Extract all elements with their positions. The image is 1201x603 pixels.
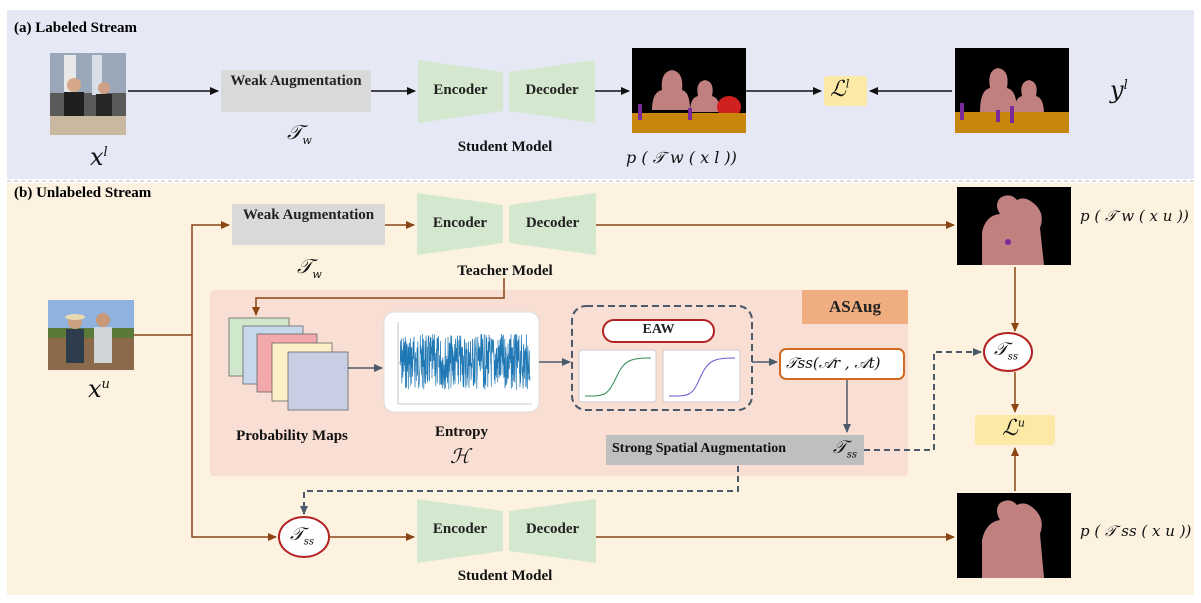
labeled-prediction-formula: p ( 𝒯 w ( x l )) bbox=[626, 148, 737, 167]
unlabeled-tw-symbol: 𝒯w bbox=[297, 254, 322, 281]
unlabeled-loss-box bbox=[975, 415, 1055, 445]
strong-spatial-aug-label: Strong Spatial Augmentation bbox=[612, 441, 786, 456]
entropy-symbol: ℋ bbox=[450, 444, 470, 468]
labeled-decoder-label: Decoder bbox=[525, 82, 579, 98]
probability-maps-caption: Probability Maps bbox=[236, 428, 348, 444]
eaw-label: EAW bbox=[642, 322, 675, 337]
eaw-frame bbox=[571, 305, 753, 411]
unlabeled-weak-aug-box bbox=[232, 204, 385, 245]
asaug-tag bbox=[802, 290, 908, 324]
student-decoder bbox=[509, 499, 596, 563]
tss-circle-top bbox=[983, 332, 1033, 372]
unlabeled-stream-title: (b) Unlabeled Stream bbox=[14, 185, 152, 201]
student-caption: Student Model bbox=[457, 568, 553, 584]
eaw-label-box bbox=[602, 319, 715, 343]
unlabeled-input-image bbox=[48, 300, 134, 370]
student-encoder-label: Encoder bbox=[432, 521, 488, 537]
labeled-encoder-label: Encoder bbox=[433, 82, 488, 98]
unlabeled-input-label: xu bbox=[88, 375, 110, 403]
strong-prediction-formula: p ( 𝒯 ss ( x u )) bbox=[1080, 522, 1192, 540]
labeled-prediction-mask bbox=[632, 48, 746, 133]
labeled-weak-aug-box bbox=[221, 70, 371, 112]
ground-truth-label: yl bbox=[1110, 76, 1128, 104]
entropy-caption: Entropy bbox=[434, 424, 489, 440]
sigmoid-plot-blue bbox=[662, 349, 741, 403]
probability-maps bbox=[228, 317, 349, 411]
teacher-prediction-mask bbox=[957, 187, 1071, 265]
strong-aug-tss-symbol: 𝒯ss bbox=[833, 437, 858, 461]
labeled-encoder bbox=[418, 60, 503, 123]
teacher-decoder bbox=[509, 193, 596, 255]
labeled-stream-title: (a) Labeled Stream bbox=[14, 20, 138, 36]
teacher-decoder-label: Decoder bbox=[525, 215, 580, 231]
weak-prediction-formula: p ( 𝒯 w ( x u )) bbox=[1080, 207, 1189, 225]
labeled-input-image bbox=[50, 53, 126, 135]
labeled-loss-symbol: ℒl bbox=[830, 77, 850, 102]
student-encoder bbox=[417, 499, 503, 563]
tss-circle-top-label: 𝒯ss bbox=[994, 339, 1019, 363]
entropy-plot bbox=[383, 311, 540, 413]
labeled-tw-symbol: 𝒯w bbox=[287, 120, 312, 147]
tss-circle-bottom-label: 𝒯ss bbox=[290, 524, 315, 548]
labeled-ground-truth-mask bbox=[955, 48, 1069, 133]
labeled-loss-box bbox=[824, 76, 867, 106]
teacher-encoder bbox=[417, 193, 503, 255]
labeled-input-label: xl bbox=[90, 143, 108, 171]
labeled-decoder bbox=[509, 60, 595, 123]
labeled-weak-aug-label: Weak Augmentation bbox=[230, 73, 362, 89]
sigmoid-plot-green bbox=[578, 349, 657, 403]
asaug-label: ASAug bbox=[829, 297, 881, 316]
teacher-encoder-label: Encoder bbox=[432, 215, 488, 231]
strong-spatial-aug-box bbox=[606, 435, 864, 465]
tss-formula: 𝒯ss(𝒜r , 𝒜t) bbox=[786, 354, 881, 372]
student-decoder-label: Decoder bbox=[525, 521, 580, 537]
unlabeled-loss-symbol: ℒu bbox=[1002, 416, 1025, 441]
student-prediction-mask bbox=[957, 493, 1071, 578]
teacher-caption: Teacher Model bbox=[457, 263, 553, 279]
tss-formula-box bbox=[779, 348, 905, 380]
unlabeled-weak-aug-label: Weak Augmentation bbox=[242, 207, 375, 223]
labeled-student-caption: Student Model bbox=[457, 139, 553, 155]
